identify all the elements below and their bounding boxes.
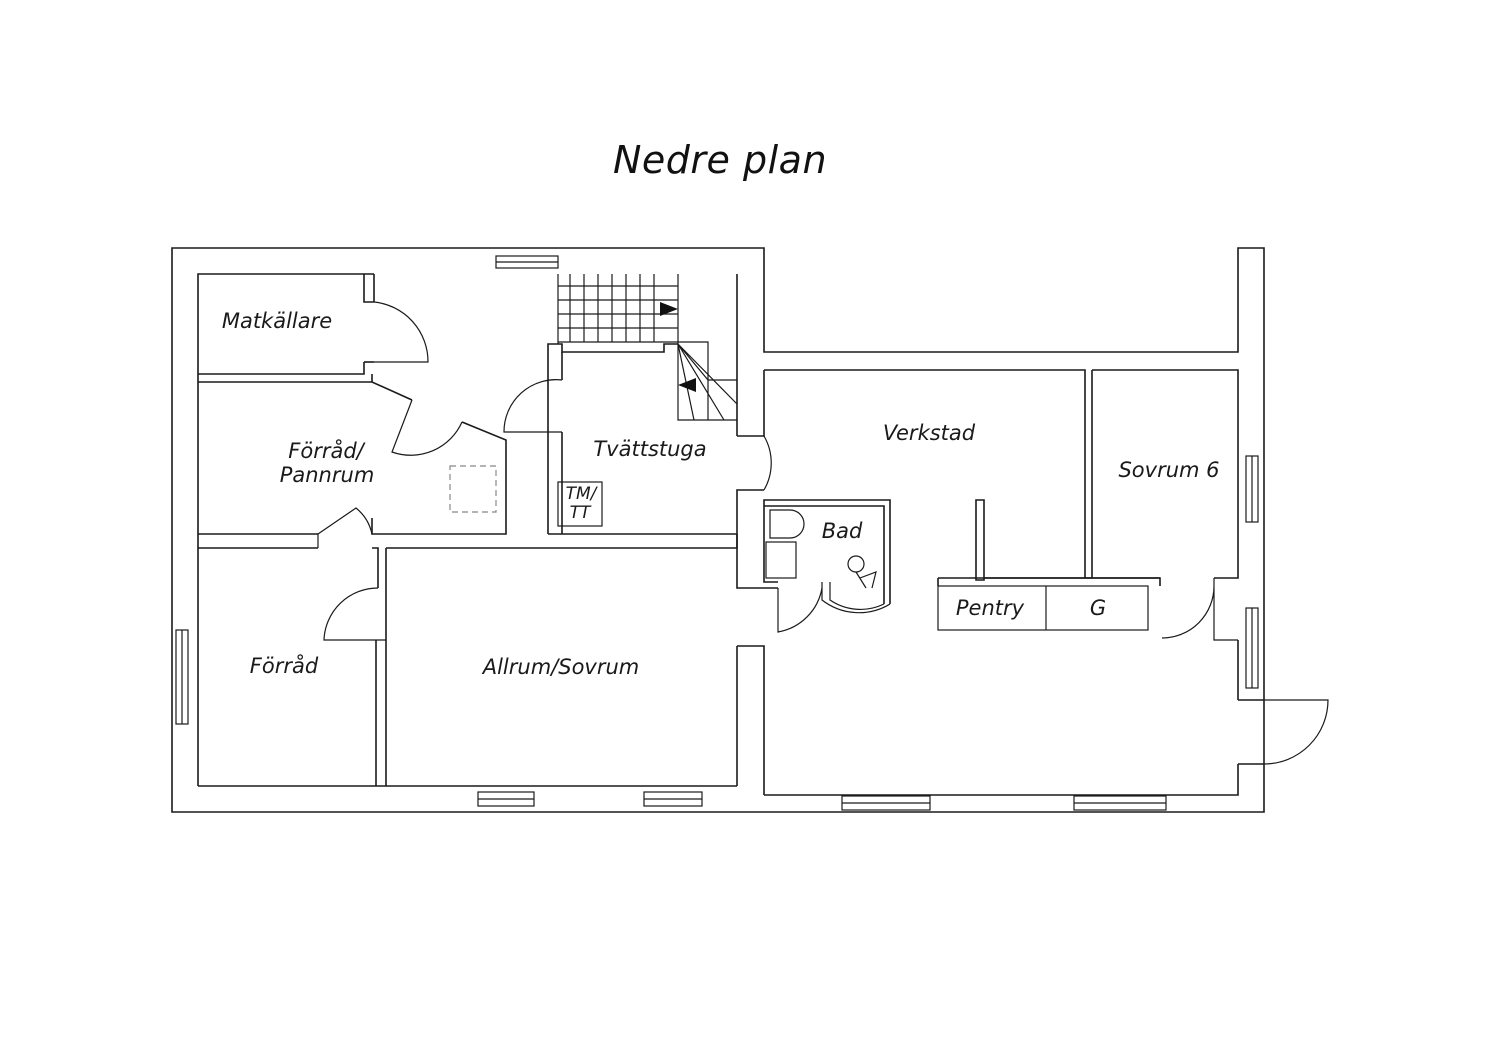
pentry-counter (937, 577, 1160, 631)
exterior-door[interactable] (1238, 699, 1329, 765)
label-tvattstuga: Tvättstuga (593, 437, 706, 461)
matkallare-door[interactable] (373, 301, 429, 363)
page-title: Nedre plan (612, 138, 828, 182)
label-verkstad: Verkstad (883, 421, 976, 445)
bad-room (736, 499, 891, 614)
label-tm: TM/ (566, 484, 599, 504)
label-bad: Bad (822, 519, 863, 543)
label-forrad-pannrum-1: Förråd/ (288, 438, 365, 463)
label-tt: TT (570, 503, 592, 523)
outer-walls (171, 247, 1265, 813)
pannrum-door-2[interactable] (317, 507, 373, 548)
pannrum-room (198, 374, 507, 535)
label-matkallare: Matkällare (222, 309, 332, 333)
label-sovrum6: Sovrum 6 (1118, 458, 1219, 482)
lower-rooms (198, 534, 765, 795)
label-g: G (1090, 596, 1106, 620)
sovrum6-door[interactable] (1161, 578, 1238, 641)
pannrum-door[interactable] (391, 399, 463, 456)
label-allrum-sovrum: Allrum/Sovrum (481, 655, 640, 679)
windows (175, 455, 1259, 811)
washer-dryer (557, 481, 603, 527)
matkallare-room (198, 274, 375, 375)
tvattstuga-east-door[interactable] (763, 435, 772, 491)
label-forrad-pannrum-2: Pannrum (280, 463, 375, 487)
tvattstuga-door[interactable] (503, 379, 563, 433)
label-forrad: Förråd (250, 653, 319, 678)
bad-door[interactable] (777, 587, 823, 633)
label-pentry: Pentry (956, 596, 1025, 620)
staircase[interactable] (557, 274, 738, 421)
allrum-door[interactable] (323, 587, 386, 641)
chimney-outline (449, 465, 497, 513)
